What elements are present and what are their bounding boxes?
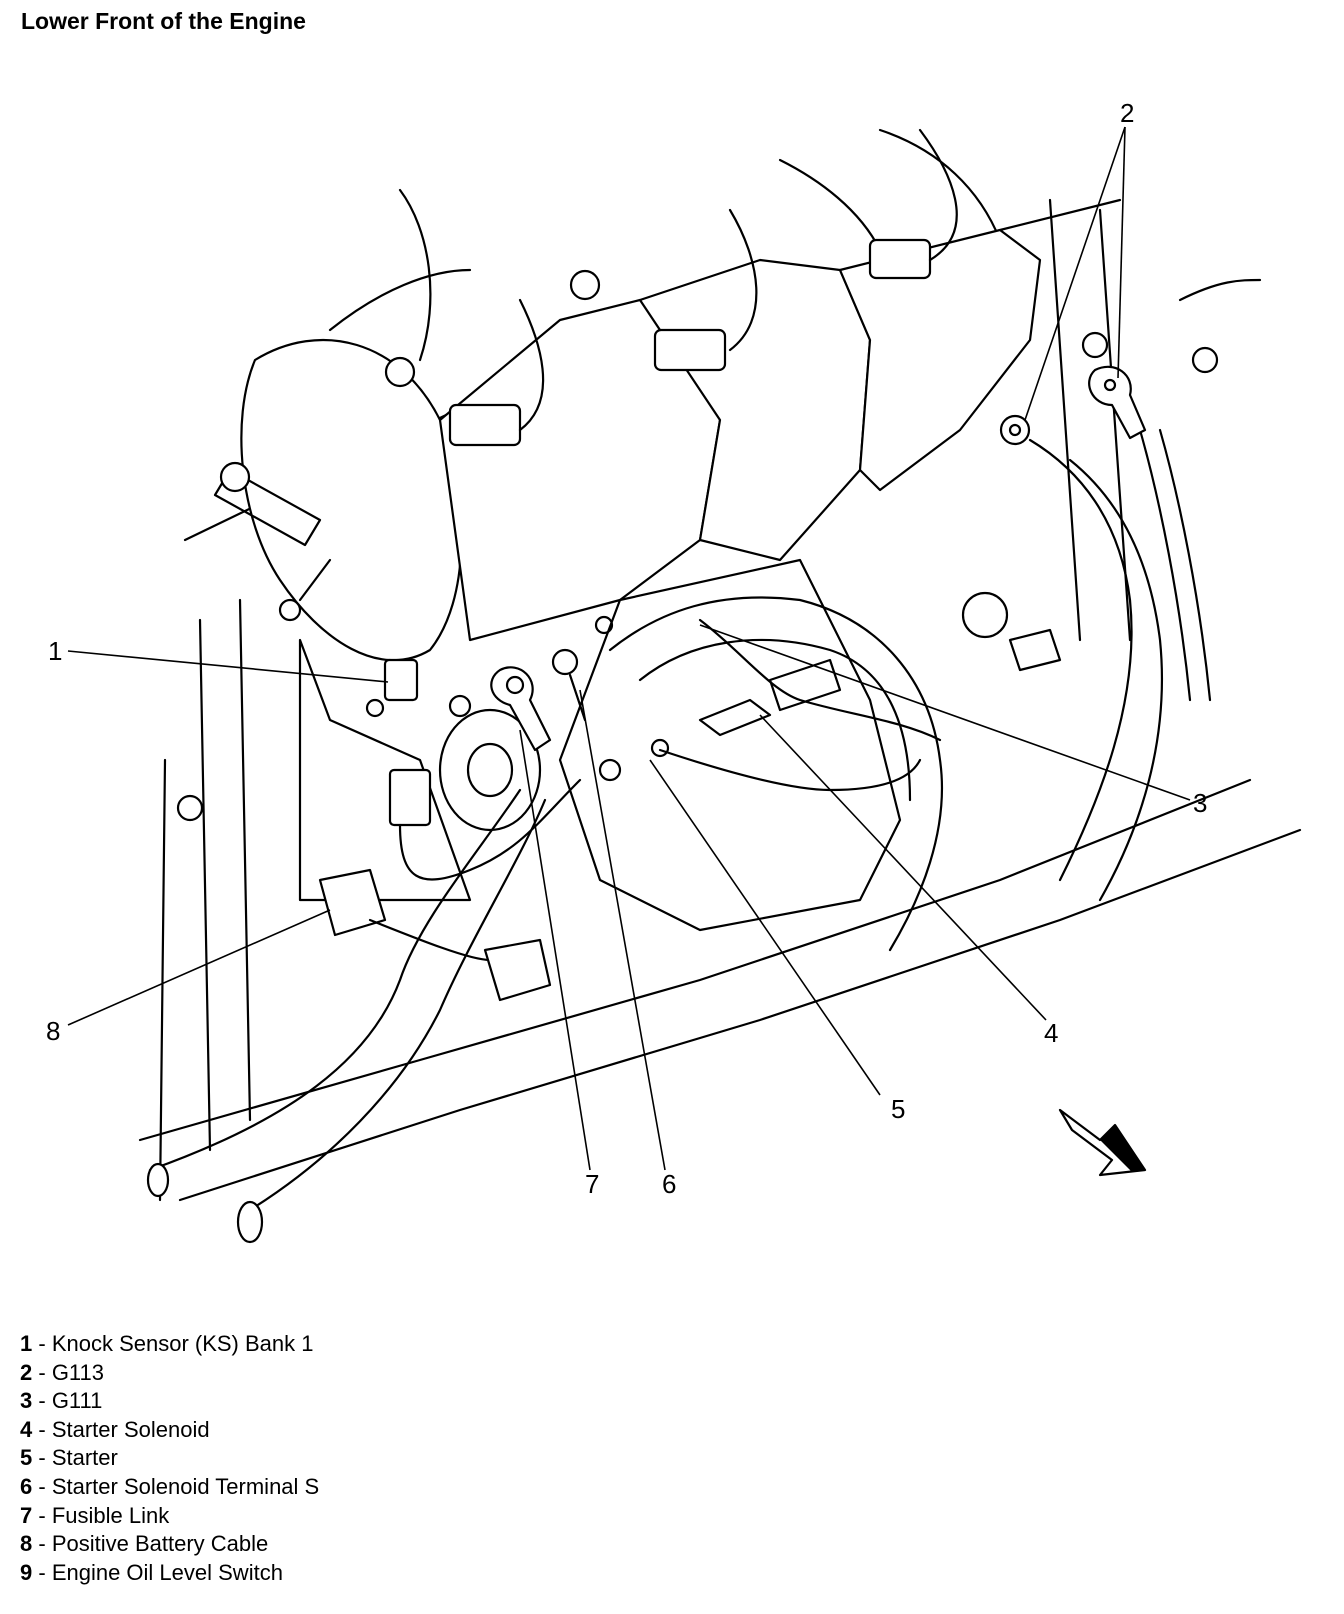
legend-text: G113 — [51, 1359, 104, 1385]
callout-8: 8 — [46, 1016, 60, 1046]
starter-assembly — [438, 558, 902, 932]
legend-number: 3 — [20, 1388, 33, 1414]
legend-separator: - — [32, 1416, 52, 1442]
legend-separator: - — [32, 1359, 52, 1385]
view-direction-arrow — [1058, 1108, 1147, 1177]
legend-text: Starter Solenoid — [51, 1416, 210, 1442]
legend-item: 1 - Knock Sensor (KS) Bank 1 — [20, 1330, 319, 1359]
legend-text: Starter — [51, 1445, 118, 1471]
legend-separator: - — [32, 1473, 52, 1499]
legend-item: 5 - Starter — [20, 1444, 319, 1473]
legend-text: Positive Battery Cable — [51, 1531, 269, 1557]
legend-item: 7 - Fusible Link — [20, 1502, 319, 1531]
callout-3: 3 — [1193, 788, 1207, 818]
legend-text: Knock Sensor (KS) Bank 1 — [51, 1331, 314, 1356]
legend-number: 8 — [20, 1531, 33, 1557]
callout-labels: 1 2 3 4 5 6 7 8 — [46, 98, 1207, 1199]
engine-diagram: 1 2 3 4 5 6 7 8 — [46, 98, 1302, 1244]
positive-battery-cable — [146, 788, 552, 1244]
legend: 1 - Knock Sensor (KS) Bank 1 2 - G113 3 … — [20, 1330, 319, 1587]
legend-number: 4 — [20, 1416, 33, 1442]
callout-6: 6 — [662, 1169, 676, 1199]
legend-item: 6 - Starter Solenoid Terminal S — [20, 1473, 319, 1502]
wiring-harness — [608, 365, 1212, 952]
callout-1: 1 — [48, 636, 62, 666]
page-title: Lower Front of the Engine — [21, 8, 306, 34]
legend-separator: - — [32, 1331, 52, 1356]
callout-7: 7 — [585, 1169, 599, 1199]
leader-lines — [67, 126, 1191, 1171]
legend-number: 6 — [20, 1473, 33, 1499]
legend-number: 5 — [20, 1445, 33, 1471]
callout-5: 5 — [891, 1094, 905, 1124]
legend-separator: - — [32, 1502, 52, 1528]
knock-sensor — [383, 658, 582, 881]
legend-text: Engine Oil Level Switch — [51, 1559, 283, 1585]
legend-item: 4 - Starter Solenoid — [20, 1416, 319, 1445]
legend-separator: - — [32, 1559, 52, 1585]
legend-item: 8 - Positive Battery Cable — [20, 1530, 319, 1559]
legend-text: Starter Solenoid Terminal S — [51, 1473, 320, 1499]
legend-number: 1 — [20, 1331, 33, 1356]
legend-item: 9 - Engine Oil Level Switch — [20, 1559, 319, 1588]
legend-number: 7 — [20, 1502, 33, 1528]
legend-separator: - — [32, 1445, 52, 1471]
legend-text: G111 — [51, 1388, 103, 1414]
legend-number: 2 — [20, 1359, 33, 1385]
callout-2: 2 — [1120, 98, 1134, 128]
legend-separator: - — [32, 1531, 52, 1557]
legend-separator: - — [32, 1388, 52, 1414]
legend-text: Fusible Link — [51, 1502, 170, 1528]
legend-item: 3 - G111 — [20, 1387, 319, 1416]
spark-plug-boots — [448, 128, 1262, 447]
callout-4: 4 — [1044, 1018, 1058, 1048]
legend-item: 2 - G113 — [20, 1359, 319, 1388]
exhaust-manifold — [213, 228, 1219, 662]
legend-number: 9 — [20, 1559, 33, 1585]
